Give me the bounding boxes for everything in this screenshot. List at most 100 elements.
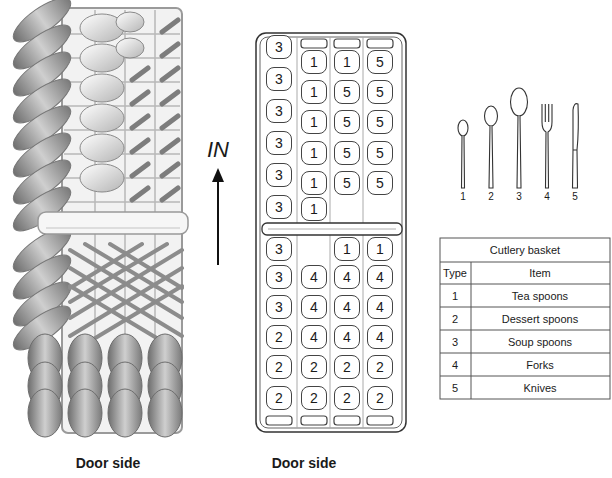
cutlery-table (440, 238, 610, 399)
slot-box: 5 (334, 171, 360, 195)
type-number: 3 (275, 104, 283, 118)
slot-box: 2 (301, 355, 327, 379)
slot-box: 3 (266, 265, 292, 289)
slot-box: 4 (301, 325, 327, 349)
dessert-spoon-handle (489, 126, 493, 188)
type-number: 2 (275, 330, 283, 344)
table-header: Item (529, 267, 550, 280)
type-number: 5 (376, 146, 384, 160)
table-cell: 4 (452, 359, 458, 372)
slot-box: 5 (367, 80, 393, 104)
slot-box: 1 (334, 50, 360, 74)
slot-box: 1 (301, 110, 327, 134)
type-number: 2 (343, 391, 351, 405)
spoon-bowl (28, 389, 62, 437)
type-number: 4 (376, 330, 384, 344)
slot-box: 4 (334, 295, 360, 319)
type-number: 5 (572, 191, 578, 203)
table-cell: Tea spoons (512, 290, 568, 303)
type-number: 4 (544, 191, 550, 203)
view-caption: Door side (272, 455, 337, 471)
spoon-bowl (148, 389, 182, 437)
empty-slot (334, 416, 360, 425)
table-cell: 3 (452, 336, 458, 349)
slot-box: 3 (266, 67, 292, 91)
direction-arrow (217, 180, 219, 265)
table-cell: 5 (452, 382, 458, 395)
slot-box: 2 (367, 355, 393, 379)
type-number: 4 (310, 270, 318, 284)
slot-box: 1 (301, 171, 327, 195)
slot-box: 2 (266, 355, 292, 379)
empty-slot (301, 39, 327, 48)
type-number: 5 (376, 55, 384, 69)
table-frame (440, 238, 610, 399)
table-cell: Soup spoons (508, 336, 572, 349)
slot-box: 1 (301, 197, 327, 221)
type-number: 4 (343, 270, 351, 284)
slot-box: 2 (334, 355, 360, 379)
type-number: 1 (376, 242, 384, 256)
spoon-bowl (80, 164, 124, 192)
forks (70, 244, 182, 346)
slot-box: 2 (334, 386, 360, 410)
basket-handle (262, 223, 402, 235)
slot-box: 3 (266, 195, 292, 219)
type-number: 4 (343, 300, 351, 314)
slot-box: 2 (367, 386, 393, 410)
type-number: 3 (275, 72, 283, 86)
type-number: 2 (376, 391, 384, 405)
spoon-bowls-left (7, 0, 76, 357)
slot-box: 4 (367, 325, 393, 349)
type-number: 5 (343, 115, 351, 129)
slot-box: 2 (301, 386, 327, 410)
basket-handle (38, 212, 188, 234)
slot-box: 3 (266, 237, 292, 261)
slot-box: 1 (334, 237, 360, 261)
knife-handles (132, 20, 178, 200)
spoon-bowl (116, 12, 144, 32)
slot-box: 1 (301, 141, 327, 165)
slot-box: 3 (266, 131, 292, 155)
slot-box: 2 (266, 325, 292, 349)
table-rules (440, 262, 610, 399)
slot-box: 2 (266, 386, 292, 410)
type-number: 3 (275, 270, 283, 284)
type-number: 2 (310, 391, 318, 405)
slot-box: 4 (367, 295, 393, 319)
type-number: 5 (343, 146, 351, 160)
type-number: 3 (275, 40, 283, 54)
type-number: 4 (310, 330, 318, 344)
type-number: 2 (343, 360, 351, 374)
knife (573, 104, 579, 188)
type-number: 1 (310, 55, 318, 69)
slot-box: 4 (301, 295, 327, 319)
slot-box: 4 (334, 265, 360, 289)
type-number: 1 (310, 146, 318, 160)
type-number: 2 (488, 191, 494, 203)
basket-outline (256, 33, 406, 432)
empty-slot (367, 39, 393, 48)
type-number: 4 (376, 270, 384, 284)
dessert-spoon-bowl (485, 106, 498, 126)
type-number: 2 (310, 360, 318, 374)
table-header: Type (443, 267, 467, 280)
slot-box: 1 (367, 237, 393, 261)
spoon-bowl (68, 389, 102, 437)
soup-spoon-bowl (511, 88, 528, 116)
view-caption: Door side (76, 455, 141, 471)
slot-box: 5 (334, 80, 360, 104)
slot-box: 3 (266, 163, 292, 187)
type-number: 2 (275, 360, 283, 374)
empty-slot (367, 416, 393, 425)
empty-slot (334, 39, 360, 48)
type-number: 3 (275, 136, 283, 150)
type-number: 4 (343, 330, 351, 344)
table-cell: Dessert spoons (502, 313, 578, 326)
type-number: 1 (310, 202, 318, 216)
slot-box: 5 (334, 110, 360, 134)
type-number: 2 (275, 391, 283, 405)
handle-edge (46, 228, 180, 229)
slot-box: 5 (367, 141, 393, 165)
empty-slot (266, 416, 292, 425)
